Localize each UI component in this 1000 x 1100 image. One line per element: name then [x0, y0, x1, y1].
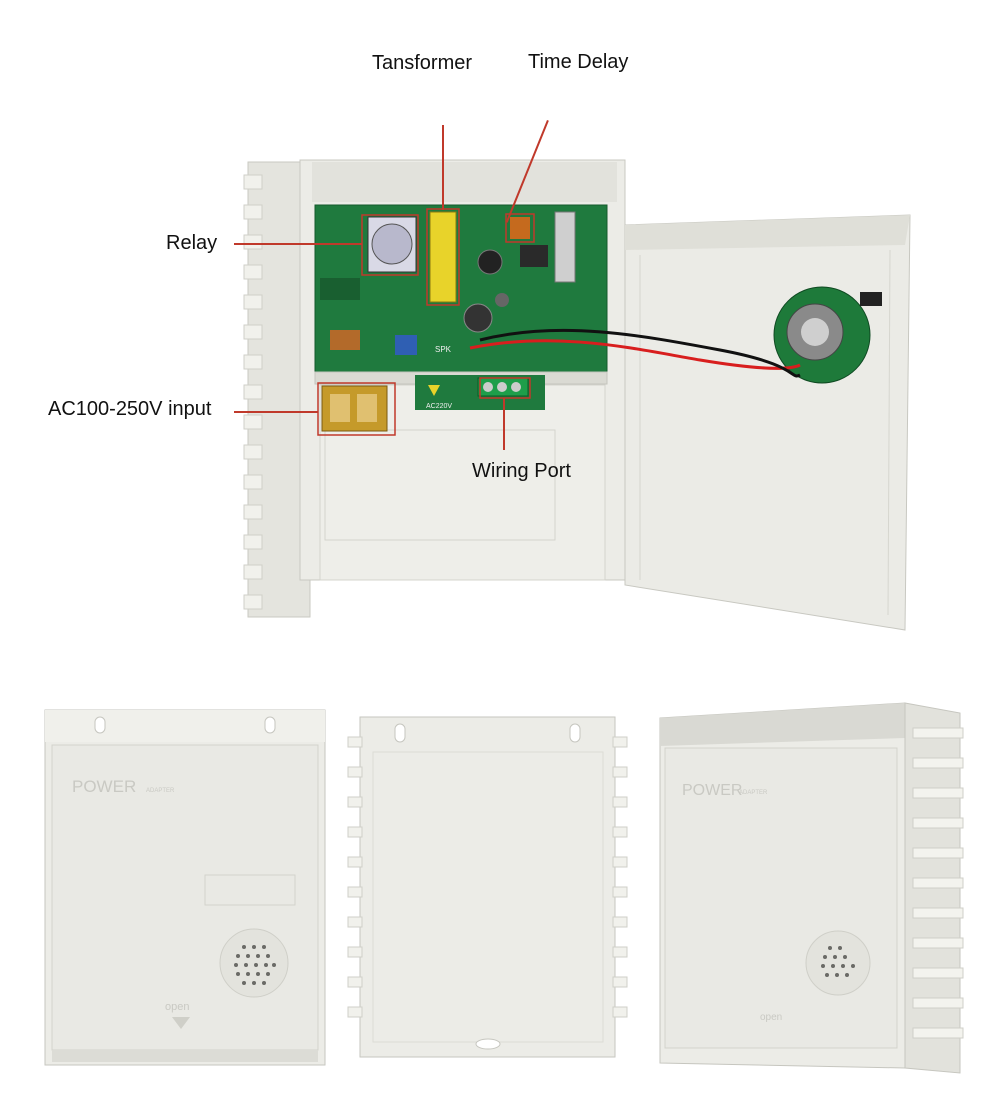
- speaker-grille: [219, 928, 289, 998]
- speaker-grille-angled: [805, 930, 871, 996]
- power-embossed-text: POWER: [72, 777, 136, 796]
- back-view-photo: [347, 716, 628, 1058]
- ac-input-label: AC100-250V input: [48, 398, 212, 420]
- enclosure-door: [624, 214, 911, 631]
- transformer-leader-line: [442, 125, 444, 210]
- time-delay-label: Time Delay: [528, 51, 629, 73]
- time-delay-callout-box: [505, 213, 535, 243]
- wiring-port-leader-line: [503, 398, 505, 450]
- open-embossed-text: open: [165, 1001, 189, 1013]
- power-embossed-text-angled: POWER: [682, 782, 742, 799]
- adapter-embossed-text-angled: ADAPTER: [739, 790, 768, 796]
- open-embossed-text-angled: open: [760, 1012, 782, 1023]
- transformer-component: [429, 211, 457, 303]
- open-enclosure-photo: SPK AC220V: [243, 159, 911, 631]
- ac-mark: AC220V: [426, 403, 452, 410]
- wiring-port-label: Wiring Port: [472, 460, 571, 482]
- circuit-board: SPK: [314, 204, 608, 376]
- speaker-wire-black: [479, 328, 801, 378]
- relay-leader-line: [234, 243, 362, 245]
- wiring-port-callout-box: [479, 377, 531, 399]
- time-delay-component: [510, 217, 530, 239]
- wiring-port-terminal: [477, 377, 529, 397]
- speaker: [773, 286, 882, 384]
- ac-input-callout-box: [317, 382, 396, 436]
- transformer-label: Tansformer: [372, 52, 473, 74]
- relay-label: Relay: [166, 232, 218, 254]
- ac-input-leader-line: [234, 411, 318, 413]
- angled-view-photo: POWER ADAPTER open: [659, 702, 964, 1074]
- relay-callout-box: [361, 214, 419, 276]
- front-view-photo: POWER ADAPTER open: [44, 709, 326, 1066]
- adapter-embossed-text: ADAPTER: [146, 788, 175, 794]
- spk-mark: SPK: [435, 345, 452, 354]
- ac-input-terminal: [321, 385, 388, 432]
